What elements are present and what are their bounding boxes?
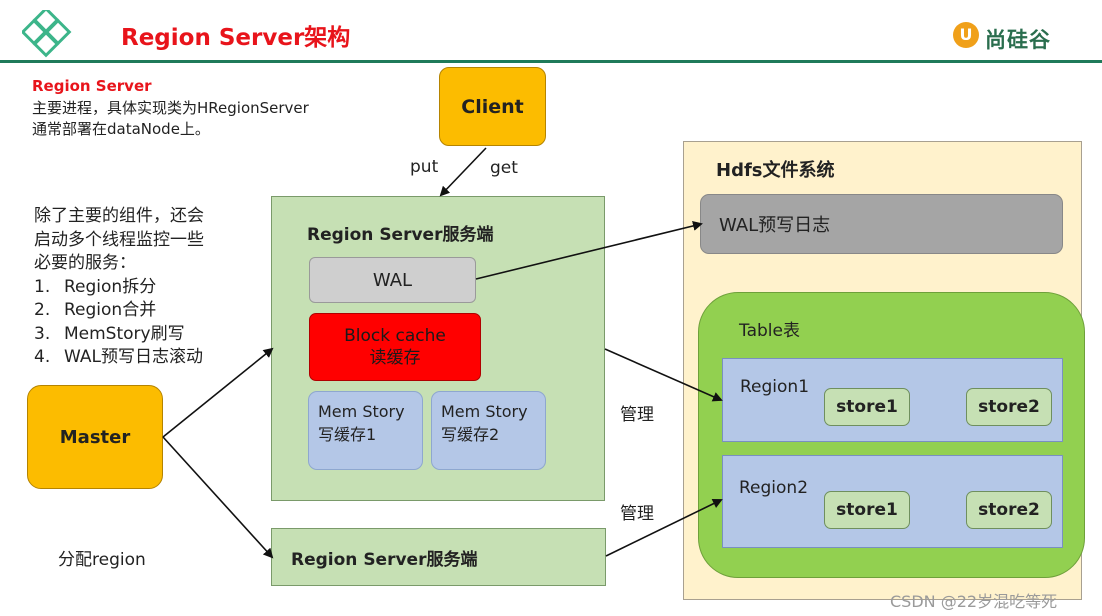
- read-cache-label: 读缓存: [369, 348, 421, 368]
- services-list: 1.Region拆分 2.Region合并 3.MemStory刷写 4.WAL…: [34, 276, 204, 370]
- assign-region-label: 分配region: [58, 550, 146, 570]
- brand-logo-icon: U: [953, 22, 979, 48]
- manage-label-1: 管理: [620, 405, 654, 425]
- services-desc-line-1: 除了主要的组件，还会: [34, 206, 204, 226]
- client-node: Client: [439, 67, 546, 146]
- region-2-store-2: store2: [966, 491, 1052, 529]
- region-server-title: Region Server服务端: [307, 225, 494, 245]
- watermark: CSDN @22岁混吃等死: [890, 592, 1058, 611]
- put-label: put: [410, 157, 439, 177]
- wal-box: WAL: [309, 257, 476, 303]
- server2-to-region2-arrow: [605, 499, 723, 557]
- manage-label-2: 管理: [620, 504, 654, 524]
- hdfs-wal-box: WAL预写日志: [700, 194, 1063, 254]
- get-label: get: [490, 158, 518, 178]
- master-node: Master: [27, 385, 163, 489]
- intro-line-1: 主要进程，具体实现类为HRegionServer: [32, 99, 309, 117]
- region-2-store-1: store1: [824, 491, 910, 529]
- client-to-server-arrow: [439, 147, 487, 197]
- block-cache-box: Block cache 读缓存: [309, 313, 481, 381]
- services-desc-line-3: 必要的服务：: [34, 253, 136, 273]
- services-desc-line-2: 启动多个线程监控一些: [34, 229, 204, 250]
- server-to-region1-arrow: [604, 348, 723, 402]
- list-item: 3.MemStory刷写: [34, 323, 185, 344]
- region-2-label: Region2: [739, 478, 809, 498]
- brand-logo-text: 尚硅谷: [985, 28, 1051, 52]
- master-to-server2-arrow: [162, 436, 274, 559]
- block-cache-label: Block cache: [344, 326, 446, 346]
- memstore-2-title: Mem Story: [441, 402, 528, 421]
- memstore-1-title: Mem Story: [318, 402, 405, 421]
- page-title: Region Server架构: [121, 25, 351, 51]
- hdfs-title: Hdfs文件系统: [716, 160, 835, 181]
- intro-line-2: 通常部署在dataNode上。: [32, 120, 210, 138]
- list-item: 2.Region合并: [34, 300, 157, 320]
- list-item: 4.WAL预写日志滚动: [34, 347, 203, 367]
- memstore-2-sub: 写缓存2: [441, 425, 500, 444]
- memstore-1-sub: 写缓存1: [318, 425, 377, 444]
- memstore-1: Mem Story 写缓存1: [308, 391, 423, 470]
- intro-heading: Region Server: [32, 77, 152, 95]
- region-server-secondary: Region Server服务端: [271, 528, 606, 586]
- region-1-store-1: store1: [824, 388, 910, 426]
- region-1-store-2: store2: [966, 388, 1052, 426]
- services-description: 除了主要的组件，还会 启动多个线程监控一些 必要的服务： 1.Region拆分 …: [34, 205, 204, 370]
- wal-to-hdfs-wal-arrow: [475, 221, 703, 280]
- memstore-2: Mem Story 写缓存2: [431, 391, 546, 470]
- list-item: 1.Region拆分: [34, 276, 157, 297]
- region-1-label: Region1: [740, 377, 810, 397]
- logo-diamond-icon: [22, 10, 72, 58]
- table-label: Table表: [739, 321, 800, 341]
- master-to-server-arrow: [162, 347, 274, 438]
- header-divider: [0, 60, 1102, 63]
